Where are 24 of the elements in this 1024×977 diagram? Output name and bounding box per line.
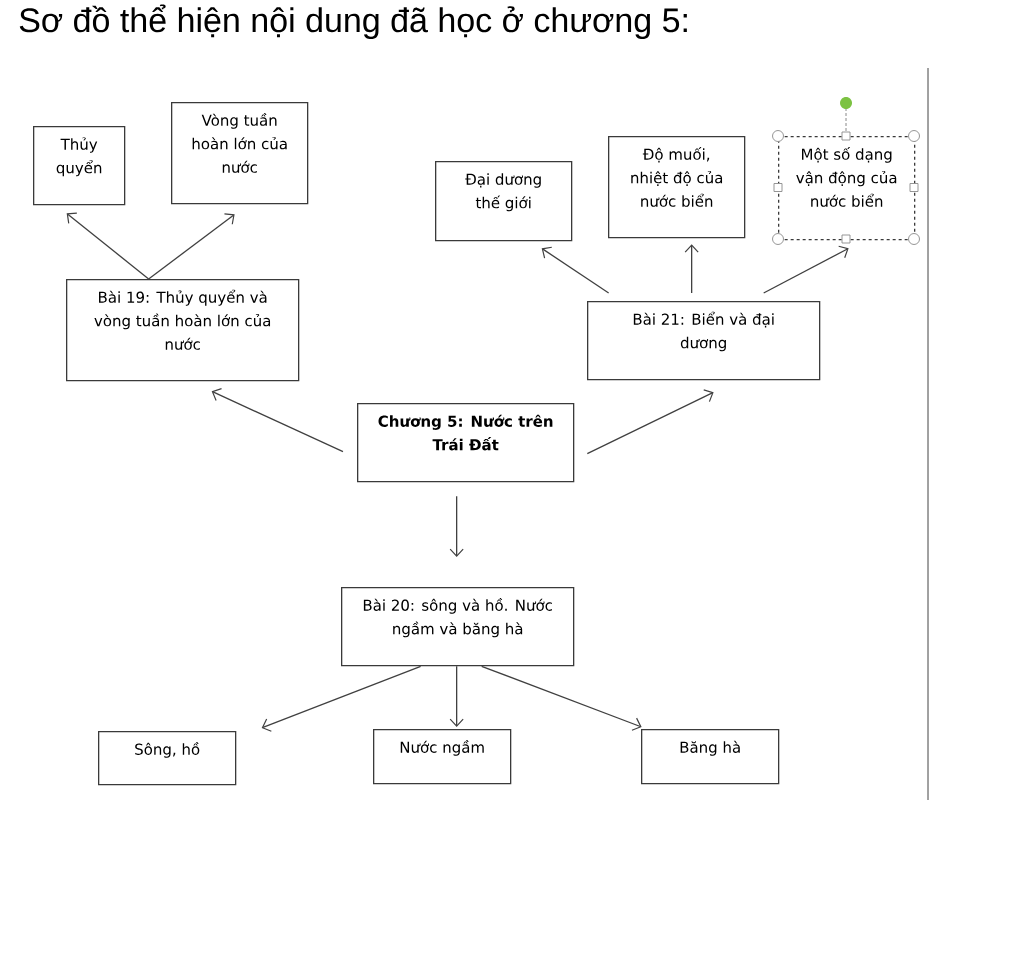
topic-box: Độ muối, nhiệt độ của nước biển xyxy=(608,136,746,239)
lesson-box: Bài 20: sông và hồ. Nước ngầm và băng hà xyxy=(341,587,575,667)
arrow xyxy=(449,495,464,557)
title: Sơ đồ thể hiện nội dung đã học ở chương 5: xyxy=(19,4,687,40)
topic-box: Băng hà xyxy=(641,729,780,785)
arrow xyxy=(541,246,610,294)
lesson-box: Bài 19: Thủy quyển và vòng tuần hoàn lớn của nước xyxy=(66,279,300,382)
arrow xyxy=(481,665,642,731)
chapter-box: Chương 5: Nước trên Trái Đất xyxy=(357,403,575,483)
arrow xyxy=(66,212,150,280)
topic-box: Thủy quyển xyxy=(33,126,126,206)
arrow xyxy=(148,213,235,280)
arrow xyxy=(586,389,714,455)
arrow xyxy=(763,245,849,294)
topic-box: Vòng tuần hoàn lớn của nước xyxy=(171,102,309,205)
topic-box: Sông, hồ xyxy=(98,731,237,786)
lesson-box: Bài 21: Biển và đại dương xyxy=(587,301,821,381)
topic-box: Nước ngầm xyxy=(373,729,512,785)
arrow xyxy=(684,244,699,294)
arrow xyxy=(261,665,422,732)
topic-box: Một số dạng vận động của nước biển xyxy=(778,136,916,241)
topic-box: Đại dương thế giới xyxy=(435,161,573,242)
arrow xyxy=(211,388,344,453)
arrow xyxy=(449,665,464,727)
